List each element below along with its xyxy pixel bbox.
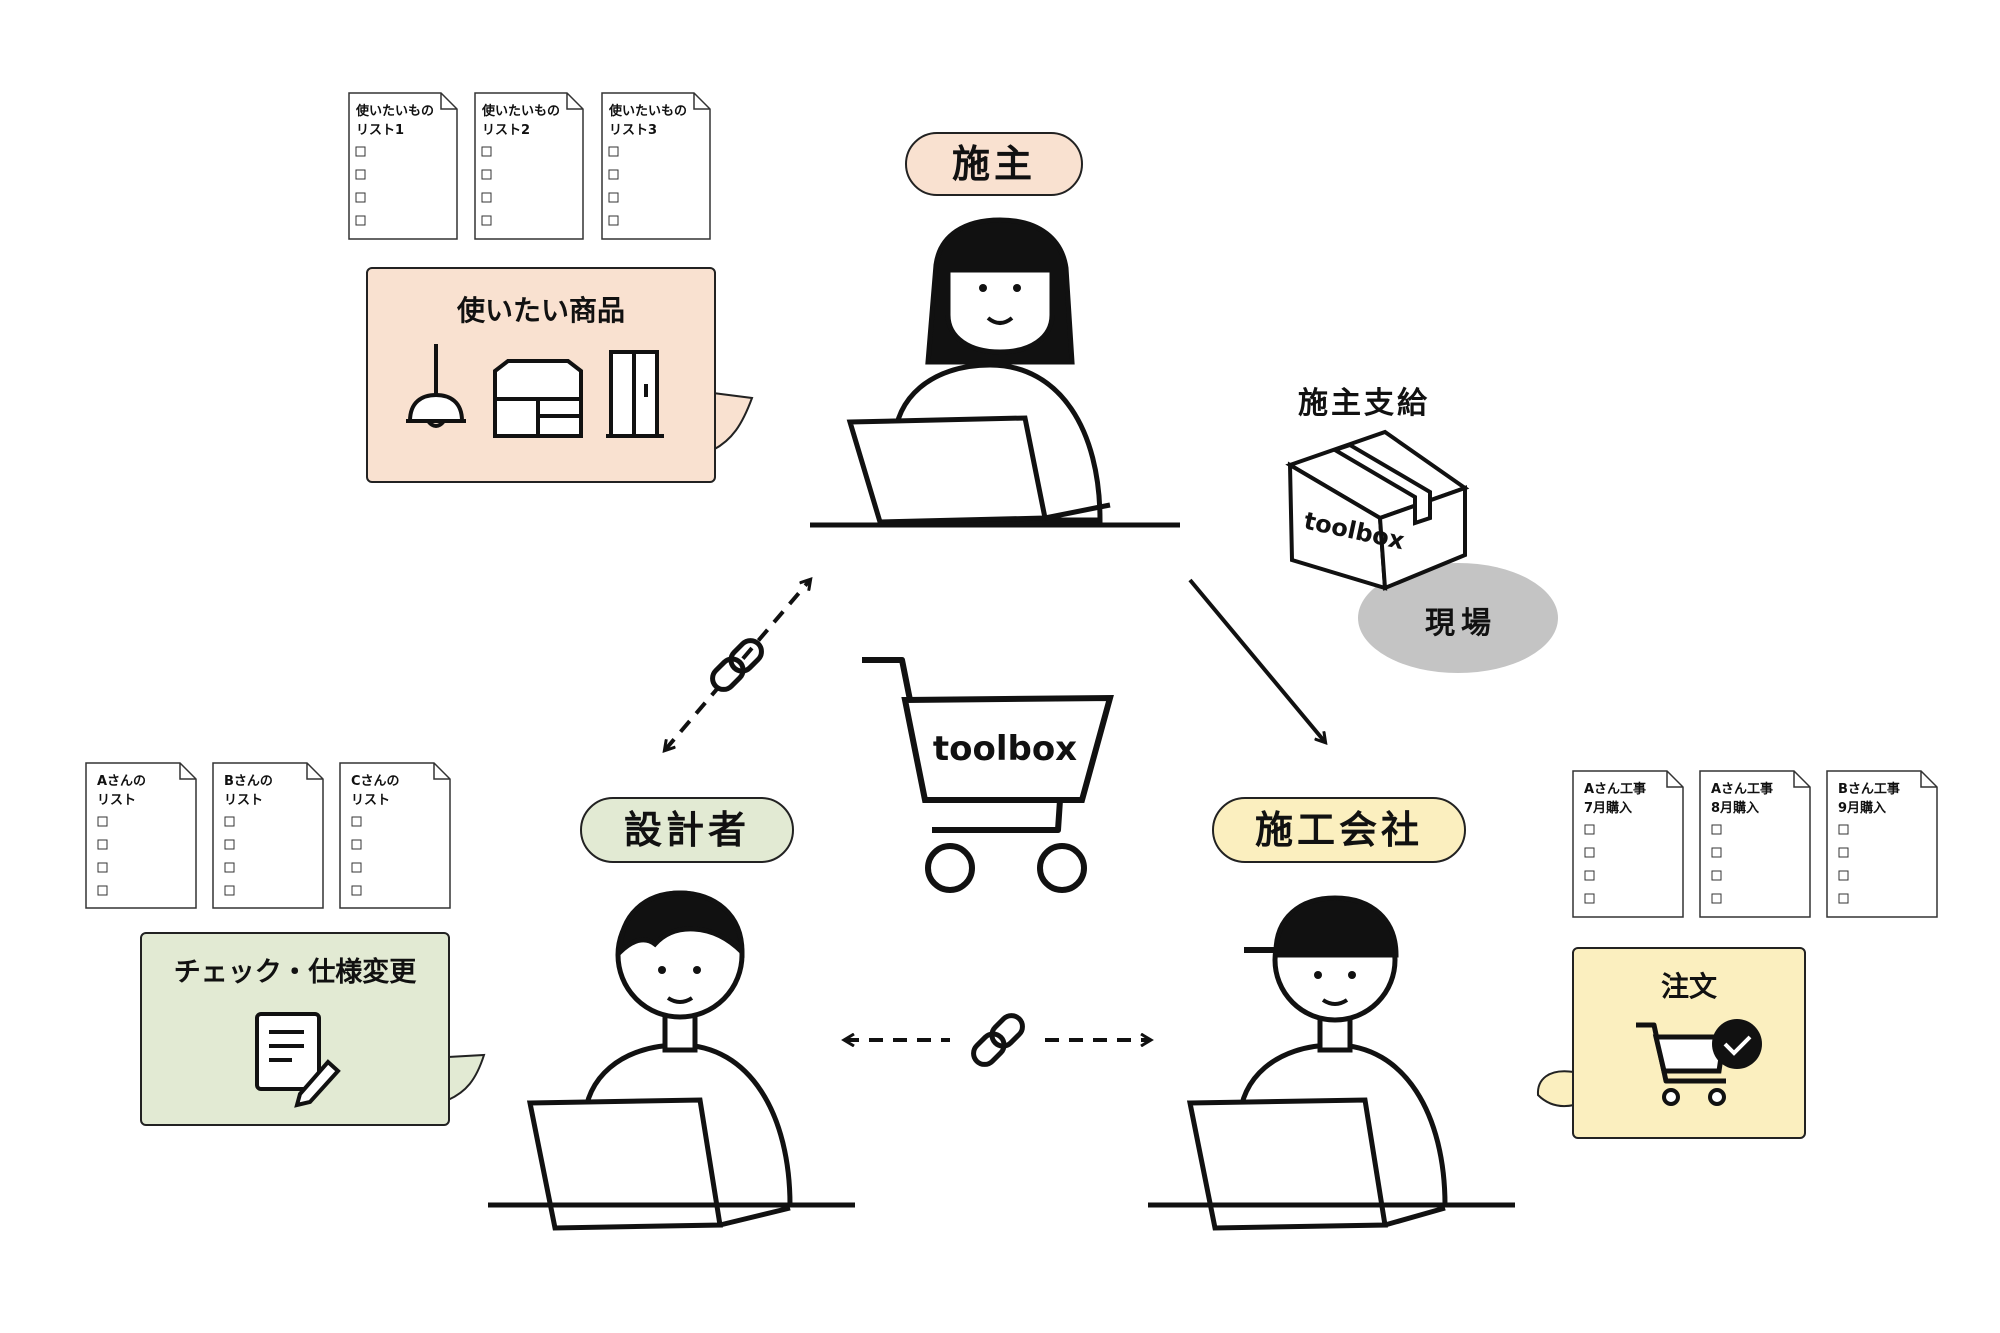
contractor-cap [1273,895,1399,958]
sheet-icon [601,92,711,240]
list-sheet: 使いたいもの リスト2 [474,92,584,240]
sheet-icon [85,762,197,909]
box-icon: toolbox [1285,429,1470,591]
site-ellipse [1358,563,1558,673]
list-sheet: Aさんの リスト [85,762,197,909]
designer-bubble-tail [447,1053,486,1102]
list-sheet: Aさん工事 7月購入 [1572,770,1684,918]
list-title: 使いたいもの リスト1 [356,104,435,138]
sheet-icon [339,762,451,909]
sheet-icon [212,762,324,909]
designer-bubble-title: チェック・仕様変更 [173,957,417,988]
refrigerator-icon [606,350,664,438]
list-title: Aさん工事 8月購入 [1711,782,1774,816]
designer-person [488,890,855,1231]
cart-brand-label: toolbox [933,729,1077,769]
list-sheet: Bさんの リスト [212,762,324,909]
list-title: Bさんの リスト [224,774,273,808]
contractor-bubble-tail [1536,1070,1575,1108]
contractor-person [1148,895,1515,1231]
supply-label: 施主支給 [1298,386,1430,421]
list-title: 使いたいもの リスト2 [482,104,561,138]
site-label: 現場 [1425,606,1497,641]
designer-neck [662,1012,698,1053]
designer-speech-bubble: チェック・仕様変更 [140,932,450,1126]
owner-laptop [846,415,1049,525]
list-title: Aさんの リスト [97,774,147,808]
list-sheet: Bさん工事 9月購入 [1826,770,1938,918]
cart-check-icon [1636,1019,1762,1106]
role-contractor-label: 施工会社 [1212,797,1466,863]
cabinet-icon [493,359,583,438]
list-title: 使いたいもの リスト3 [609,104,688,138]
sheet-icon [1826,770,1938,918]
contractor-bubble-title: 注文 [1660,970,1717,1003]
products-icons [406,344,664,438]
owner-face [945,267,1055,355]
contractor-speech-bubble: 注文 [1572,947,1806,1139]
list-title: Aさん工事 7月購入 [1584,782,1647,816]
role-designer-label: 設計者 [580,797,794,863]
owner-designer-arrow [665,580,810,750]
owner-speech-bubble: 使いたい商品 [366,267,716,483]
lamp-icon [406,344,466,428]
sheet-icon [1699,770,1811,918]
sheet-icon [1572,770,1684,918]
designer-hair [617,890,745,959]
owner-bubble-tail [712,391,754,452]
link-icon [710,638,764,692]
owner-person [810,217,1180,528]
list-sheet: 使いたいもの リスト3 [601,92,711,240]
list-sheet: 使いたいもの リスト1 [348,92,458,240]
list-sheet: Cさんの リスト [339,762,451,909]
link-icon [971,1013,1025,1067]
list-title: Cさんの リスト [351,774,400,808]
list-sheet: Aさん工事 8月購入 [1699,770,1811,918]
cart-icon: toolbox [862,657,1114,893]
list-title: Bさん工事 9月購入 [1838,782,1900,816]
owner-contractor-arrow [1188,578,1325,742]
edit-document-icon [255,1012,341,1108]
sheet-icon [474,92,584,240]
role-owner-label: 施主 [905,132,1083,196]
owner-bubble-title: 使いたい商品 [456,294,625,327]
sheet-icon [348,92,458,240]
contractor-laptop [1186,1097,1388,1231]
designer-laptop [526,1097,723,1231]
